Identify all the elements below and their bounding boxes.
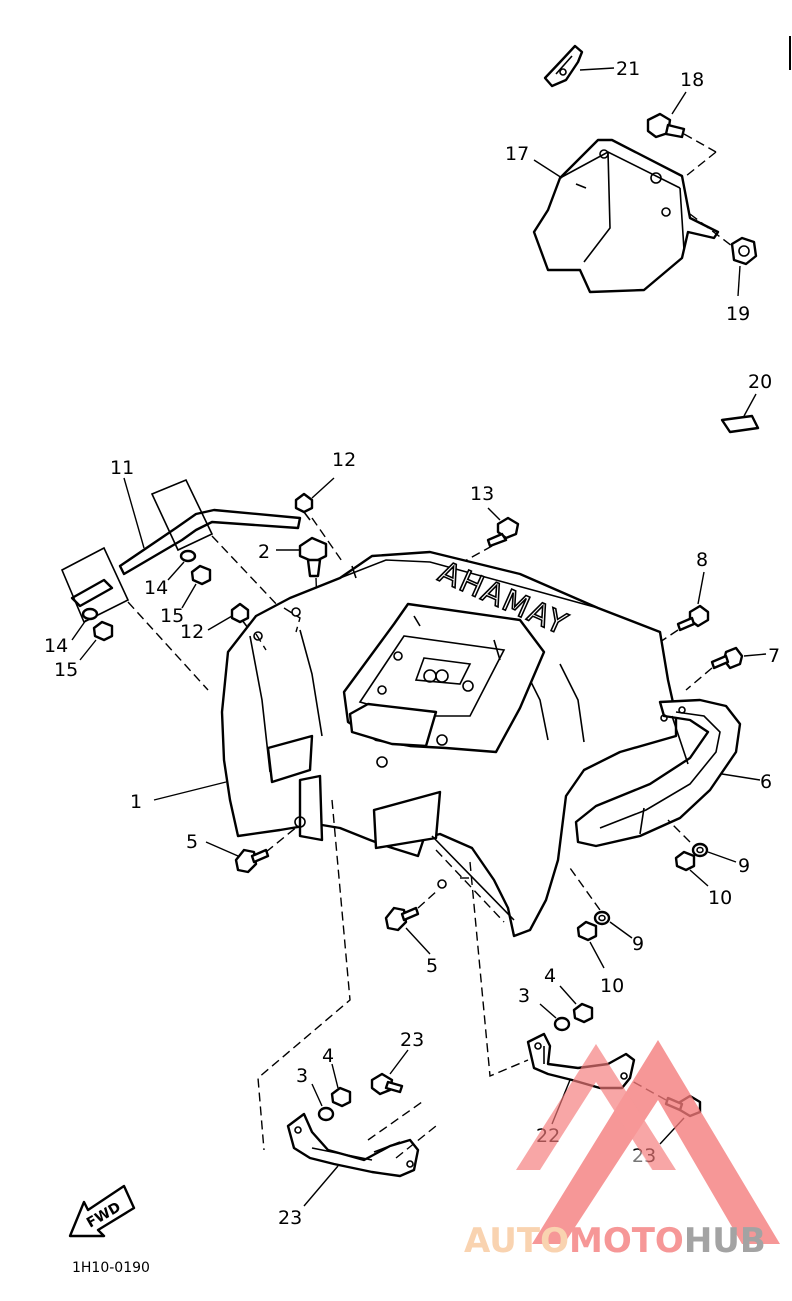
fwd-arrow-icon: FWD — [68, 1184, 136, 1238]
pad-part-19 — [720, 414, 760, 434]
reflector-part-11 — [60, 477, 302, 624]
callout-3-left: 3 — [296, 1065, 308, 1087]
nut-part-4-left — [330, 1086, 352, 1108]
bracket-part-22 — [286, 1112, 420, 1178]
washer-part-9-upper — [691, 842, 709, 858]
part-code: 1H10-0190 — [72, 1260, 150, 1276]
callout-10-lower: 10 — [600, 975, 624, 997]
watermark-auto: AUTO — [464, 1221, 569, 1261]
callout-6: 6 — [760, 771, 772, 793]
callout-17: 18 — [680, 69, 704, 91]
nut-part-4-right — [572, 1002, 594, 1024]
callout-12-upper: 12 — [332, 449, 356, 471]
callout-15-lower: 15 — [54, 659, 78, 681]
callout-5-center: 5 — [426, 955, 438, 977]
callout-14-lower: 14 — [44, 635, 68, 657]
screw-part-12-lower — [230, 602, 250, 629]
clip-part-20 — [543, 44, 584, 88]
callout-20: 21 — [616, 58, 640, 80]
nut-part-10-lower — [576, 920, 598, 942]
callout-7-right: 7 — [768, 645, 780, 667]
bolt-part-23-left — [370, 1072, 404, 1096]
callout-23-left: 23 — [400, 1029, 424, 1051]
callout-2: 2 — [258, 541, 270, 563]
callout-4-left: 4 — [322, 1045, 334, 1067]
callout-13: 13 — [470, 483, 494, 505]
callout-16: 17 — [505, 143, 529, 165]
callout-11: 11 — [110, 457, 134, 479]
callout-9-lower: 9 — [632, 933, 644, 955]
svg-text:AUTOMOTOHUB: AUTOMOTOHUB — [464, 1221, 766, 1261]
washer-part-9-lower — [593, 910, 611, 926]
watermark-triangle-icon — [532, 1040, 780, 1244]
callout-9-upper: 9 — [738, 855, 750, 877]
washer-part-3-right — [553, 1016, 571, 1032]
bolt-part-13 — [486, 516, 520, 548]
nut-part-15-upper — [190, 564, 212, 586]
callout-14-upper: 14 — [144, 577, 168, 599]
callout-12-lower: 12 — [180, 621, 204, 643]
bolt-part-5-left — [234, 848, 270, 874]
nut-part-15-lower — [92, 620, 114, 642]
callout-22: 23 — [278, 1207, 302, 1229]
callout-15-upper: 15 — [160, 605, 184, 627]
callout-19: 20 — [748, 371, 772, 393]
bolt-part-17 — [646, 112, 686, 139]
callout-1: 1 — [130, 791, 142, 813]
washer-part-14-lower — [81, 607, 99, 621]
washer-part-14-upper — [179, 549, 197, 563]
callout-18: 19 — [726, 303, 750, 325]
bolt-part-8 — [676, 604, 710, 632]
rear-fender-part-1: YAMAHA — [220, 550, 678, 938]
callout-3-right: 3 — [518, 985, 530, 1007]
callout-5-left: 5 — [186, 831, 198, 853]
bolt-part-7-right — [710, 646, 744, 670]
watermark-moto: MOTO — [569, 1221, 684, 1261]
reflector-part-6 — [574, 698, 742, 848]
callout-8: 8 — [696, 549, 708, 571]
screw-part-12-upper — [294, 492, 314, 521]
washer-part-3-left — [317, 1106, 335, 1122]
nut-part-10-upper — [674, 850, 696, 872]
watermark: AUTOMOTOHUB — [464, 1040, 780, 1261]
bolt-part-5-center — [384, 906, 420, 932]
nut-part-18 — [730, 236, 758, 266]
callout-4-right: 4 — [544, 965, 556, 987]
watermark-hub: HUB — [684, 1221, 766, 1261]
bolt-part-2 — [298, 536, 328, 578]
rear-cover-part-16 — [532, 138, 720, 294]
callout-10-upper: 10 — [708, 887, 732, 909]
